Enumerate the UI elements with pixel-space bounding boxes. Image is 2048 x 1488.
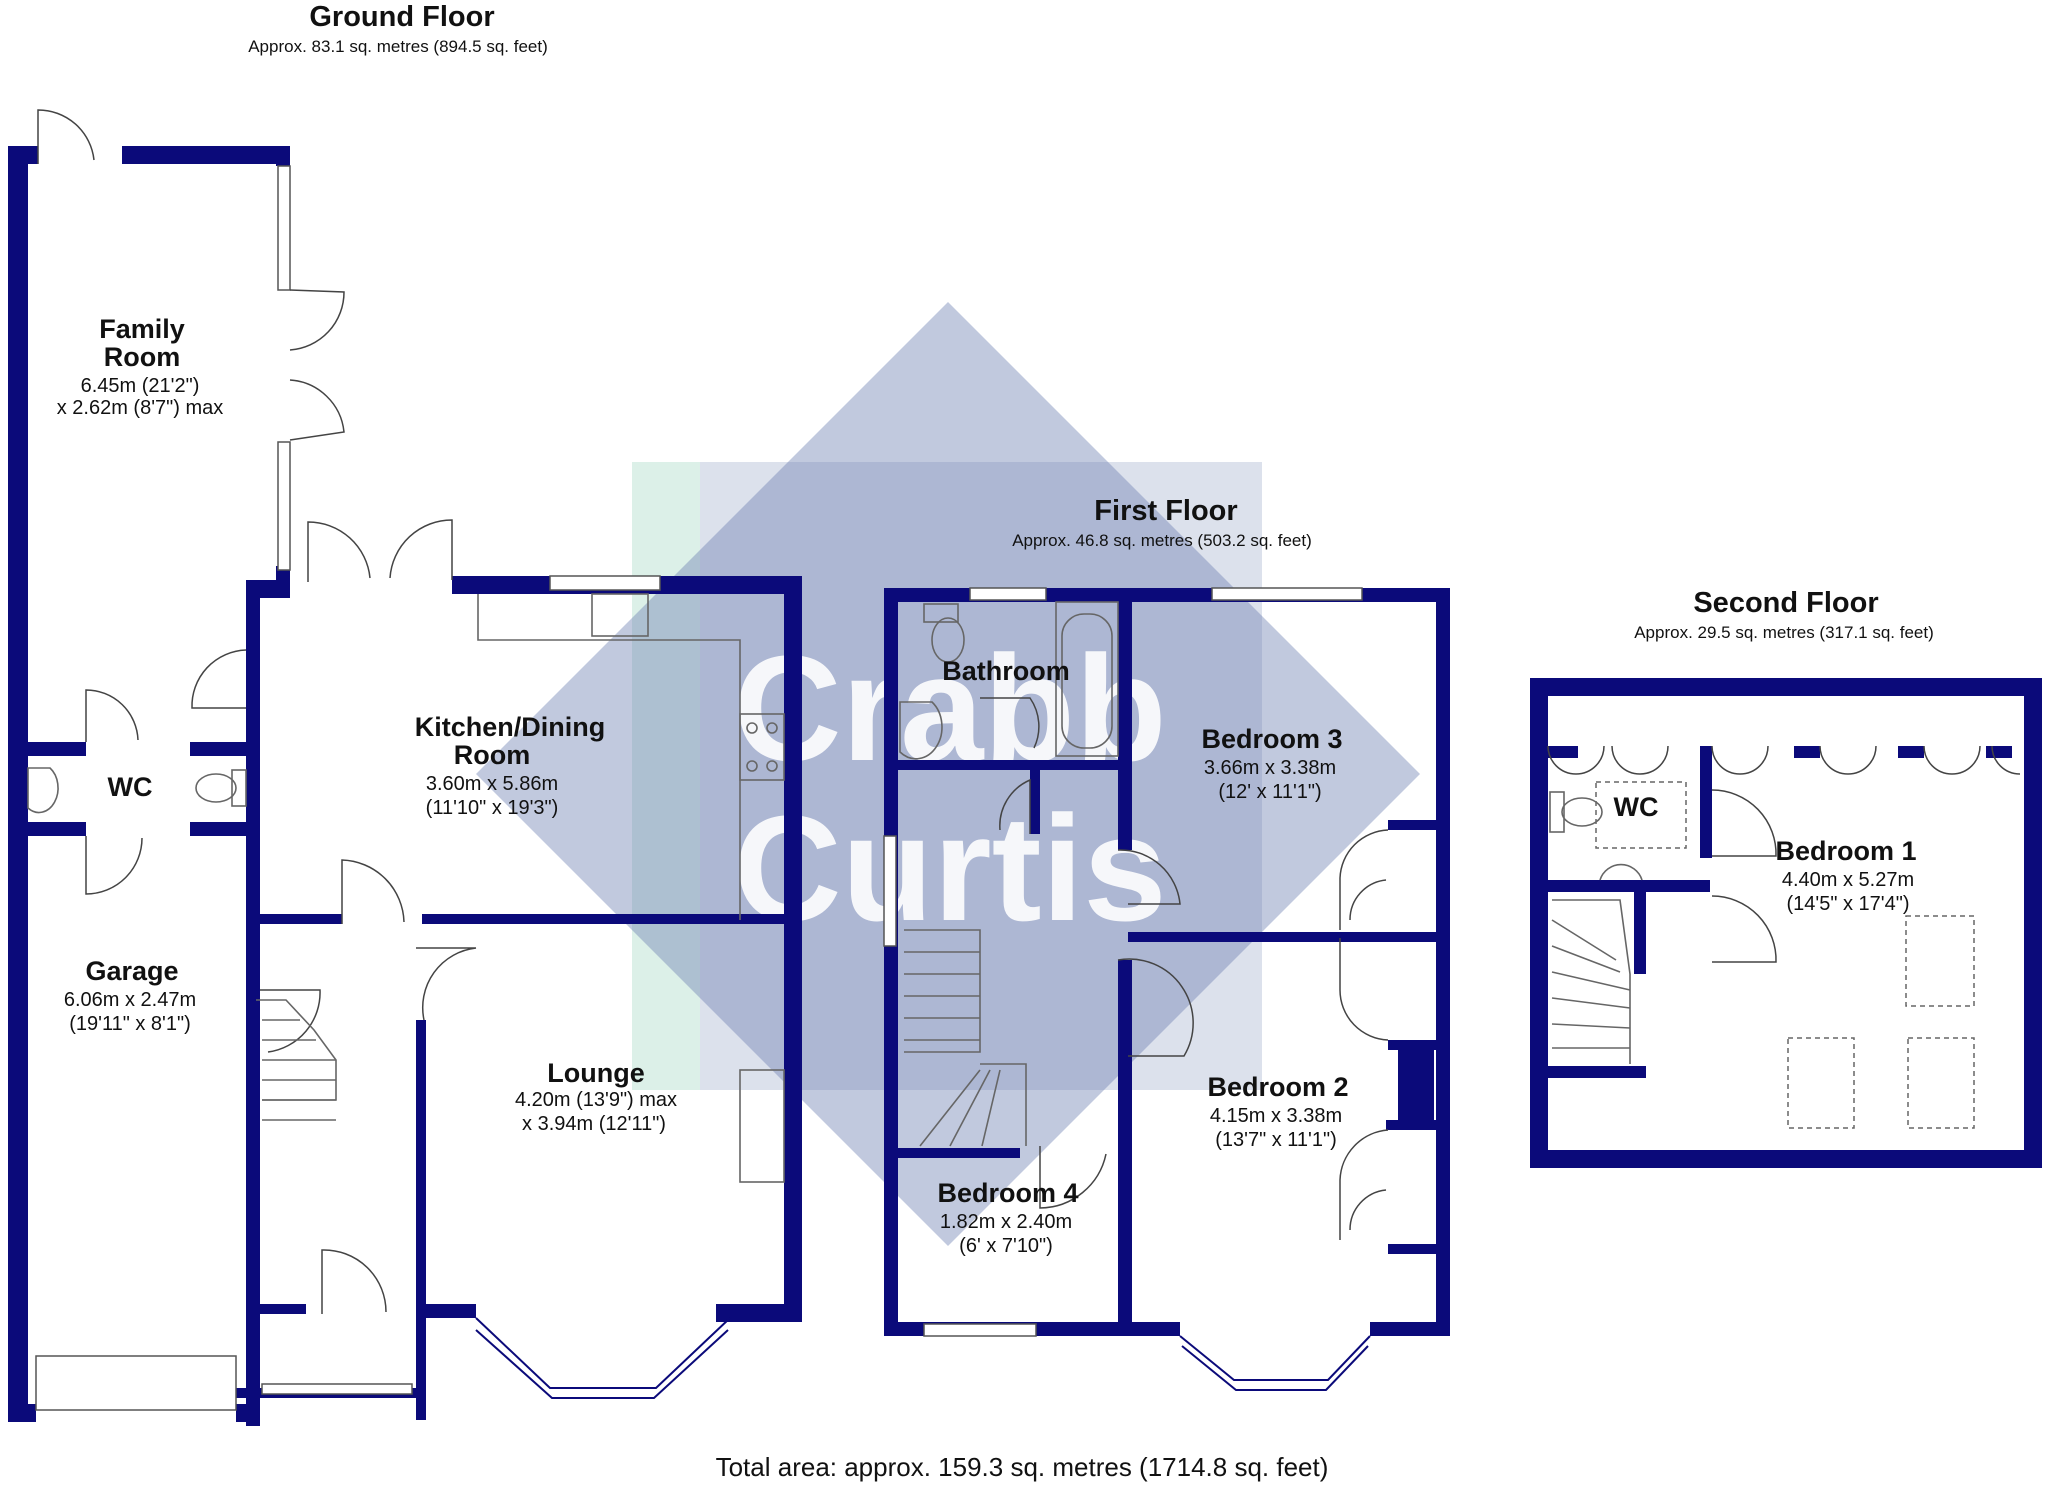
room-dimensions: 3.60m x 5.86m: [426, 773, 558, 795]
room-dimensions: (14'5" x 17'4"): [1786, 893, 1909, 915]
room-dimensions: 4.15m x 3.38m: [1210, 1105, 1342, 1127]
room-bedroom-3: Bedroom 3 3.66m x 3.38m (12' x 11'1"): [1201, 724, 1342, 803]
room-bedroom-4: Bedroom 4 1.82m x 2.40m (6' x 7'10"): [937, 1178, 1078, 1257]
watermark-line2: Curtis: [733, 784, 1166, 952]
room-dimensions: 4.20m (13'9") max: [515, 1089, 677, 1111]
room-dimensions: (19'11" x 8'1"): [69, 1013, 191, 1035]
second-floor-area: Approx. 29.5 sq. metres (317.1 sq. feet): [1634, 623, 1934, 642]
room-name: Garage: [85, 956, 178, 986]
room-name: WC: [108, 772, 153, 802]
ground-floor-plan: [8, 109, 802, 1426]
second-floor-stairs: [1551, 899, 1631, 1064]
room-lounge: Lounge 4.20m (13'9") max x 3.94m (12'11"…: [515, 1058, 677, 1135]
first-floor-area: Approx. 46.8 sq. metres (503.2 sq. feet): [1012, 531, 1312, 550]
room-dimensions: 4.40m x 5.27m: [1782, 869, 1914, 891]
watermark-logo: Crabb Curtis: [476, 302, 1420, 1246]
second-floor-title: Second Floor: [1693, 587, 1878, 619]
room-wc-second: WC: [1614, 792, 1659, 822]
second-floor-plan: [1530, 678, 2042, 1168]
room-dimensions: 6.06m x 2.47m: [64, 989, 196, 1011]
room-bedroom-1: Bedroom 1 4.40m x 5.27m (14'5" x 17'4"): [1775, 836, 1916, 915]
room-dimensions: 1.82m x 2.40m: [940, 1211, 1072, 1233]
room-garage: Garage 6.06m x 2.47m (19'11" x 8'1"): [64, 956, 196, 1035]
room-name: WC: [1614, 792, 1659, 822]
room-dimensions: (11'10" x 19'3"): [426, 797, 559, 819]
room-name: Lounge: [547, 1058, 644, 1088]
room-dimensions: 3.66m x 3.38m: [1204, 757, 1336, 779]
room-name: Bedroom 2: [1207, 1072, 1348, 1102]
ground-floor-area: Approx. 83.1 sq. metres (894.5 sq. feet): [248, 37, 548, 56]
room-bedroom-2: Bedroom 2 4.15m x 3.38m (13'7" x 11'1"): [1207, 1072, 1348, 1151]
ground-stairs: [256, 999, 337, 1121]
room-name: Bedroom 4: [937, 1178, 1078, 1208]
room-kitchen-dining: Kitchen/Dining Room 3.60m x 5.86m (11'10…: [415, 712, 606, 819]
room-name: Family: [99, 314, 185, 344]
ground-floor-title: Ground Floor: [309, 1, 494, 33]
room-wc-ground: WC: [108, 772, 153, 802]
room-bathroom: Bathroom: [942, 656, 1070, 686]
first-floor-stairs: [904, 929, 1027, 1147]
room-name: Bedroom 1: [1775, 836, 1916, 866]
room-dimensions: x 3.94m (12'11"): [522, 1113, 666, 1135]
room-name: Kitchen/Dining: [415, 712, 606, 742]
room-dimensions: 6.45m (21'2"): [81, 375, 200, 397]
room-name: Room: [454, 740, 531, 770]
room-dimensions: (6' x 7'10"): [959, 1235, 1053, 1257]
room-name: Bathroom: [942, 656, 1070, 686]
room-family-room: Family Room 6.45m (21'2") x 2.62m (8'7")…: [57, 314, 224, 419]
first-floor-plan: [883, 587, 1450, 1391]
room-dimensions: (13'7" x 11'1"): [1215, 1129, 1337, 1151]
room-dimensions: (12' x 11'1"): [1218, 781, 1321, 803]
first-floor-title: First Floor: [1094, 495, 1237, 527]
total-area: Total area: approx. 159.3 sq. metres (17…: [716, 1452, 1329, 1482]
room-name: Bedroom 3: [1201, 724, 1342, 754]
room-name: Room: [104, 342, 181, 372]
room-dimensions: x 2.62m (8'7") max: [57, 397, 224, 419]
